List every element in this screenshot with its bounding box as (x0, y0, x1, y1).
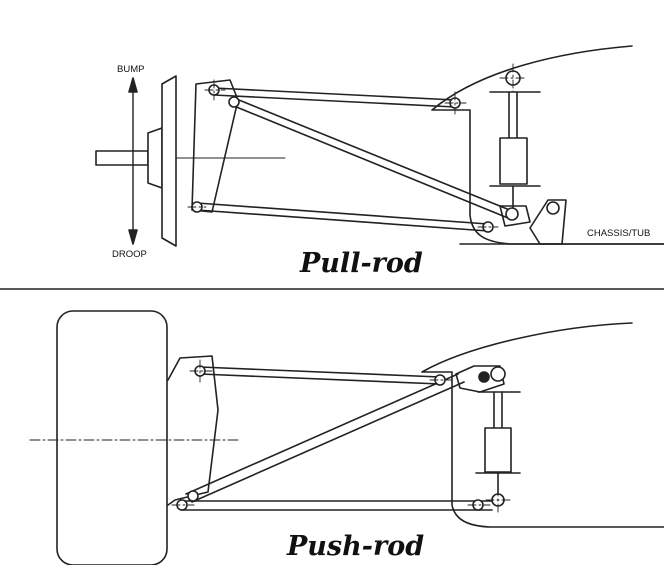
push-rod-lower-joint (187, 490, 199, 502)
tyre (56, 310, 168, 565)
upright-lower (167, 355, 219, 506)
upper-wishbone-rear (213, 94, 456, 108)
push-rod-caption: Push-rod (286, 531, 424, 562)
chassis-outline (431, 45, 664, 245)
pull-rod-caption: Pull-rod (299, 248, 423, 279)
bracket-pivot (546, 201, 560, 215)
pull-rod-panel (95, 45, 664, 247)
chassis-tub-label: CHASSIS/TUB (587, 228, 650, 239)
lower-wishbone-rear (196, 209, 489, 232)
rocker-pivot (478, 371, 490, 383)
droop-label: DROOP (112, 249, 147, 260)
damper-body (499, 137, 528, 185)
damper-top-mount-lower (490, 366, 506, 382)
construction-lines (187, 63, 528, 228)
bump-label: BUMP (117, 64, 144, 75)
chassis-bracket (529, 199, 567, 245)
rocker (499, 205, 531, 227)
construction-lines-lower (171, 359, 511, 515)
chassis-outline-lower (421, 322, 664, 528)
upper-wishbone-front-lower (199, 366, 441, 378)
lower-wishbone-front (196, 202, 489, 225)
bump-arrowhead (128, 77, 138, 93)
damper-body-lower (484, 427, 512, 473)
rocker-lower (455, 365, 505, 393)
upper-wishbone-rear-lower (199, 373, 441, 385)
upper-wishbone-front (213, 87, 456, 101)
pull-rod-upper-joint (228, 96, 240, 108)
push-rod-b (191, 381, 465, 503)
upright (191, 79, 239, 213)
pull-rod-a (233, 97, 513, 212)
push-rod-a (185, 373, 459, 495)
pivot-joints-lower (176, 365, 505, 511)
stub-axle (95, 150, 149, 166)
hub-flange (147, 127, 163, 189)
rocker-joint (505, 207, 519, 221)
push-rod-panel (29, 310, 664, 565)
pull-rod-b (233, 105, 509, 219)
brake-disc (161, 75, 177, 247)
droop-arrowhead (128, 229, 138, 245)
